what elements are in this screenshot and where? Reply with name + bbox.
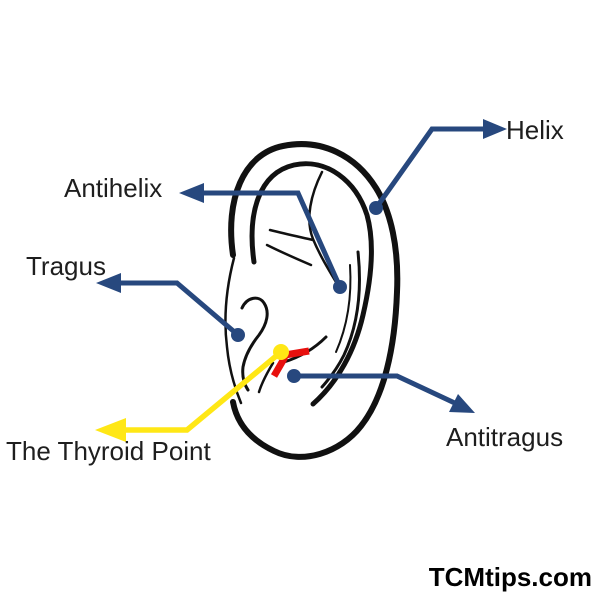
thyroid-arrow-line — [124, 349, 283, 433]
ear-face-line — [224, 256, 243, 405]
ear-outline-group — [224, 141, 401, 460]
ear-intertragic-notch — [257, 361, 275, 394]
ear-scapha-curve-2 — [335, 264, 352, 353]
label-thyroid-point: The Thyroid Point — [6, 436, 211, 466]
thyroid-mark-diagonal — [270, 355, 289, 378]
label-antitragus: Antitragus — [446, 422, 564, 452]
callout-dots-group — [231, 201, 383, 383]
helix-arrowhead — [483, 119, 507, 139]
antitragus-arrowhead — [449, 394, 475, 413]
helix-point-dot — [369, 201, 383, 215]
ear-crus-line-upper — [268, 228, 315, 242]
thyroid-pointer-group — [95, 344, 289, 442]
watermark-tcmtips: TCMtips.com — [428, 562, 592, 592]
antihelix-arrow-line — [202, 190, 343, 289]
thyroid-point-mark — [270, 347, 310, 378]
tragus-arrow-line — [119, 280, 240, 337]
thyroid-point-dot — [273, 344, 289, 360]
antitragus-point-dot — [287, 369, 301, 383]
antihelix-point-dot — [333, 280, 347, 294]
ear-outer-contour — [228, 141, 401, 460]
label-helix: Helix — [506, 115, 564, 145]
antitragus-arrow-line — [294, 373, 461, 408]
thyroid-arrowhead — [95, 418, 126, 442]
ear-crus-line-lower — [265, 243, 313, 267]
thyroid-mark-horizontal — [284, 347, 310, 359]
label-antihelix: Antihelix — [64, 173, 163, 203]
label-tragus: Tragus — [26, 251, 106, 281]
callout-arrowheads-group — [96, 119, 507, 413]
callout-arrows-group — [119, 126, 486, 408]
tragus-point-dot — [231, 328, 245, 342]
tragus-arrowhead — [96, 273, 121, 293]
ear-tragus-bump — [240, 296, 269, 392]
antihelix-arrowhead — [179, 183, 204, 203]
helix-arrow-line — [373, 126, 486, 210]
ear-inner-helix-ridge — [249, 161, 374, 407]
